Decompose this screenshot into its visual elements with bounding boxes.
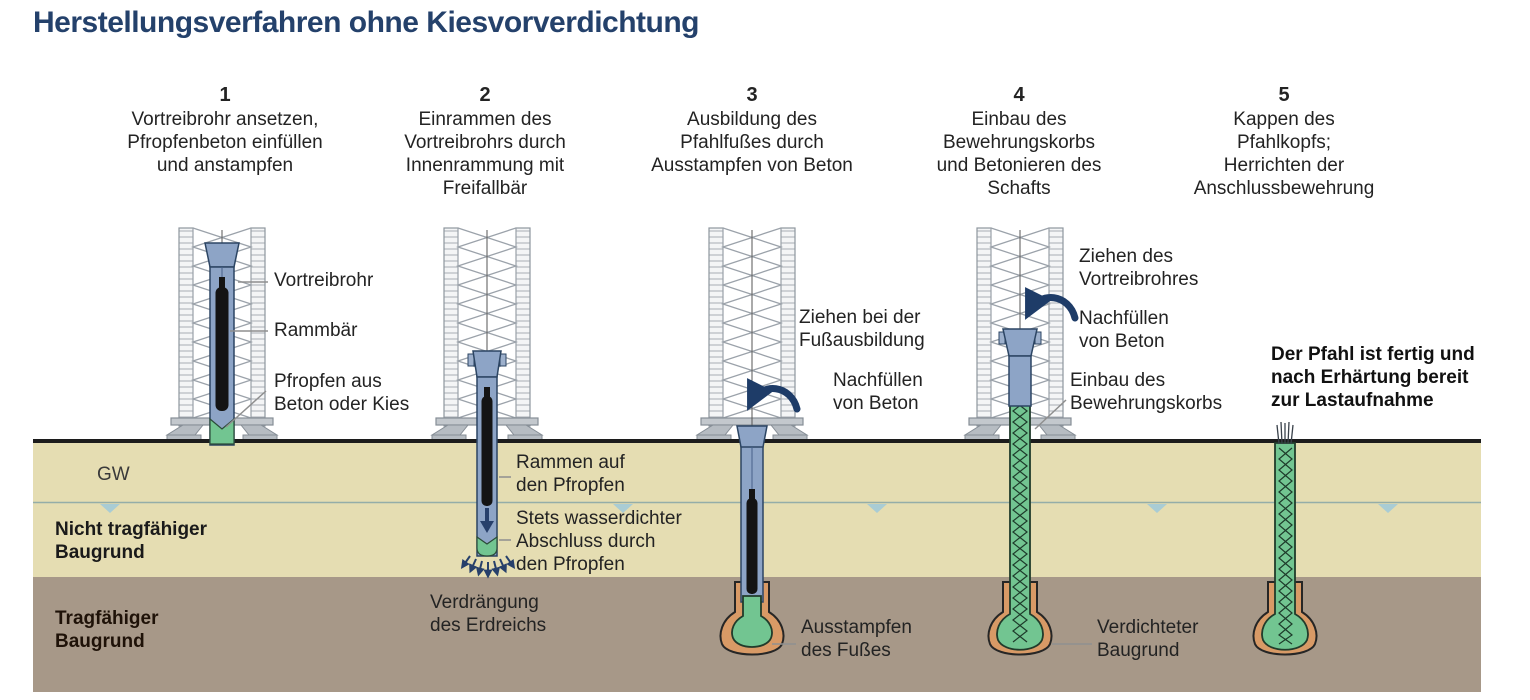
pile-step-2 xyxy=(460,230,516,579)
step-5-description: Kappen des Pfahlkopfs; Herrichten der An… xyxy=(1193,109,1375,199)
groundwater-markers xyxy=(100,504,1398,513)
page-title: Herstellungsverfahren ohne Kiesvorverdic… xyxy=(33,6,700,39)
concrete-shaft xyxy=(996,395,1044,651)
step-5-number: 5 xyxy=(1278,84,1290,106)
label-pfropfen: Pfropfen aus Beton oder Kies xyxy=(274,371,410,415)
pull-rotate-arrow xyxy=(747,378,801,413)
label-ziehen-fussausbildung: Ziehen bei der Fußausbildung xyxy=(799,307,925,351)
reinforcement-cage xyxy=(1278,447,1293,645)
label-nachfuellen-step4: Nachfüllen von Beton xyxy=(1079,308,1169,352)
label-rammbaer: Rammbär xyxy=(274,320,358,341)
label-verdichteter-baugrund: Verdichteter Baugrund xyxy=(1097,617,1199,661)
step-3-number: 3 xyxy=(746,84,758,106)
step-3-description: Ausbildung des Pfahlfußes durch Ausstamp… xyxy=(651,109,853,176)
label-ziehen-vortreibrohres: Ziehen des Vortreibrohres xyxy=(1079,246,1199,290)
displacement-arrows xyxy=(460,555,516,579)
drop-hammer xyxy=(215,287,229,411)
label-groundwater: GW xyxy=(97,464,130,485)
reinforcement-cage xyxy=(1012,399,1028,643)
ramming-arrow xyxy=(480,521,494,533)
pile-step-5 xyxy=(1252,421,1318,656)
label-ausstampfen: Ausstampfen des Fußes xyxy=(801,617,912,661)
step-2-number: 2 xyxy=(479,84,491,106)
label-layer-bearing: Tragfähiger Baugrund xyxy=(55,608,159,652)
connection-rebar xyxy=(1276,421,1294,445)
pile-step-1 xyxy=(204,230,240,446)
pile-step-3 xyxy=(719,230,801,656)
label-connectors xyxy=(225,281,1092,645)
final-note: Der Pfahl ist fertig und nach Erhärtung … xyxy=(1271,344,1475,411)
label-verdraengung: Verdrängung des Erdreichs xyxy=(430,592,547,636)
label-rammen: Rammen auf den Pfropfen xyxy=(516,452,625,496)
step-1-number: 1 xyxy=(219,84,231,106)
pull-rotate-arrow xyxy=(1025,287,1079,322)
label-nachfuellen-step3: Nachfüllen von Beton xyxy=(833,370,923,414)
step-1-description: Vortreibrohr ansetzen, Pfropfenbeton ein… xyxy=(127,109,323,176)
pile-step-4 xyxy=(987,230,1079,656)
concrete-plug xyxy=(476,535,498,557)
label-wasserdicht: Stets wasserdichter Abschluss durch den … xyxy=(516,508,682,575)
drop-hammer xyxy=(746,498,758,594)
drop-hammer xyxy=(481,396,493,506)
label-einbau-bewehrungskorb: Einbau des Bewehrungskorbs xyxy=(1070,370,1223,414)
step-4-number: 4 xyxy=(1013,84,1025,106)
label-layer-upper: Nicht tragfähiger Baugrund xyxy=(55,519,208,563)
step-4-description: Einbau des Bewehrungskorbs und Betoniere… xyxy=(936,109,1102,199)
finished-pile xyxy=(1261,442,1309,651)
concrete-foot xyxy=(731,595,773,648)
label-vortreibrohr: Vortreibrohr xyxy=(274,270,374,291)
step-2-description: Einrammen des Vortreibrohrs durch Innenr… xyxy=(404,109,566,199)
